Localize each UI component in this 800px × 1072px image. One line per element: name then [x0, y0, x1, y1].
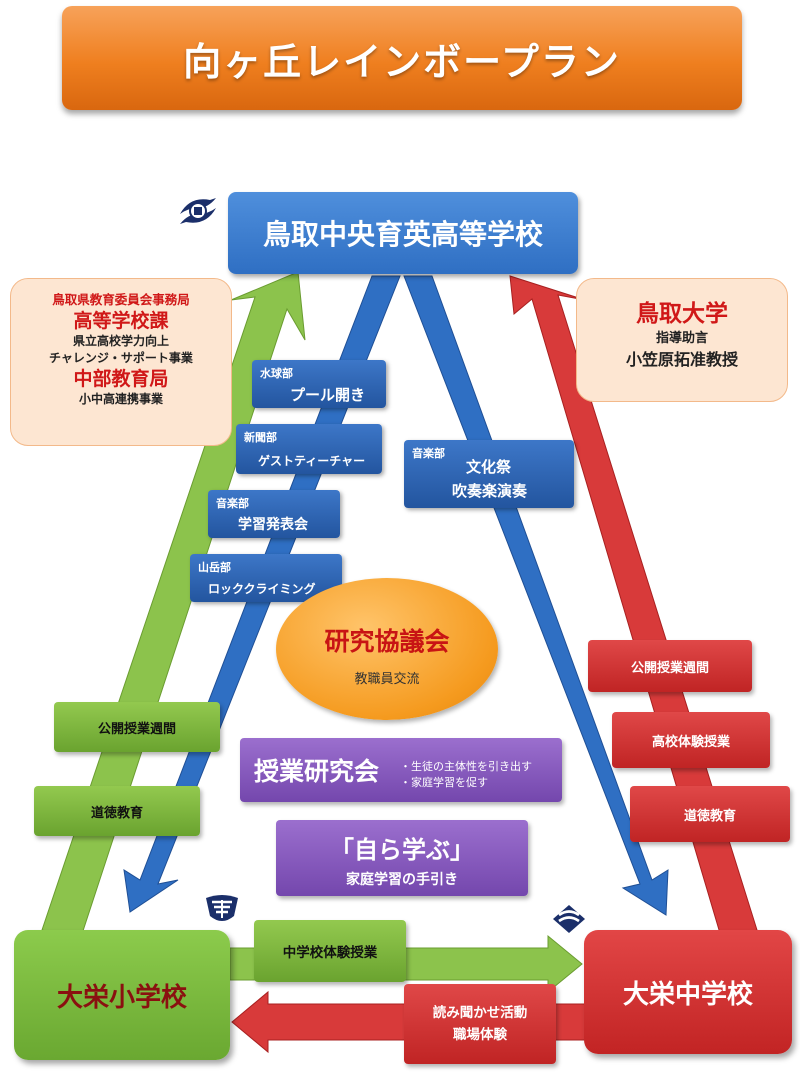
high-school-emblem-icon [180, 198, 216, 224]
club-name: 水球部 [260, 367, 293, 380]
green-item-label: 道徳教育 [90, 805, 143, 821]
university-name: 鳥取大学 [636, 301, 728, 327]
self-study-title: 「自ら学ぶ」 [330, 836, 474, 864]
council-subtitle: 教職員交流 [354, 672, 420, 687]
red-item-label: 公開授業週間 [630, 660, 709, 676]
blue-arrow-right [403, 275, 669, 916]
club-activity: ロッククライミング [208, 582, 316, 596]
lesson-study-note1: ・生徒の主体性を引き出す [400, 760, 532, 773]
junior-high-school-name: 大栄中学校 [622, 979, 753, 1010]
right-partner-box: 鳥取大学 指導助言 小笠原拓准教授 [576, 278, 788, 402]
red-item-box: 高校体験授業 [612, 712, 770, 768]
page-title: 向ヶ丘レインボープラン [183, 39, 621, 84]
club-activity-line2: 吹奏楽演奏 [452, 482, 528, 500]
green-item-box: 公開授業週間 [54, 702, 220, 752]
club-name: 山岳部 [198, 561, 231, 574]
council-title: 研究協議会 [324, 627, 450, 656]
top-school-box: 鳥取中央育英高等学校 [228, 192, 578, 274]
club-name: 音楽部 [216, 497, 249, 510]
partner-division-name: 高等学校課 [73, 310, 169, 332]
university-role: 指導助言 [655, 331, 708, 346]
bottom-left-arrow-label-box: 読み聞かせ活動 職場体験 [404, 984, 556, 1064]
red-item-label: 高校体験授業 [651, 734, 730, 750]
left-partner-box: 鳥取県教育委員会事務局 高等学校課 県立高校学力向上 チャレンジ・サポート事業 … [10, 278, 232, 446]
bottom-right-arrow-label: 中学校体験授業 [282, 945, 378, 961]
lesson-study-title: 授業研究会 [254, 757, 380, 786]
university-professor: 小笠原拓准教授 [625, 350, 738, 369]
partner-bureau-project: 小中高連携事業 [78, 392, 163, 406]
club-activity-line1: 文化祭 [466, 458, 512, 476]
club-box: 水球部 プール開き [252, 360, 386, 408]
partner-project-line1: 県立高校学力向上 [72, 334, 169, 348]
lesson-study-note2: ・家庭学習を促す [400, 776, 488, 789]
lesson-study-box: 授業研究会 ・生徒の主体性を引き出す ・家庭学習を促す [240, 738, 562, 802]
self-study-subtitle: 家庭学習の手引き [346, 872, 458, 888]
club-activity: 学習発表会 [238, 517, 308, 533]
music-club-box: 音楽部 文化祭 吹奏楽演奏 [404, 440, 574, 508]
red-item-label: 道徳教育 [683, 808, 736, 824]
elementary-school-box: 大栄小学校 [14, 930, 230, 1060]
green-item-box: 道徳教育 [34, 786, 200, 836]
elementary-school-name: 大栄小学校 [56, 982, 187, 1013]
bottom-right-arrow-label-box: 中学校体験授業 [254, 920, 406, 982]
club-name: 新聞部 [244, 431, 277, 444]
junior-high-emblem-icon [553, 905, 585, 933]
research-council-oval: 研究協議会 教職員交流 [276, 578, 498, 720]
club-name: 音楽部 [412, 447, 445, 460]
club-box: 新聞部 ゲストティーチャー [236, 424, 382, 474]
partner-board-name: 鳥取県教育委員会事務局 [52, 292, 190, 307]
elementary-emblem-icon [206, 895, 238, 921]
club-activity: ゲストティーチャー [258, 454, 366, 468]
top-school-name: 鳥取中央育英高等学校 [262, 218, 543, 251]
bottom-left-arrow-label-line1: 読み聞かせ活動 [432, 1005, 528, 1021]
bottom-left-arrow-label-line2: 職場体験 [453, 1027, 507, 1043]
red-item-box: 公開授業週間 [588, 640, 752, 692]
junior-high-school-box: 大栄中学校 [584, 930, 792, 1054]
partner-bureau-name: 中部教育局 [73, 368, 169, 390]
club-box: 音楽部 学習発表会 [208, 490, 340, 538]
title-banner: 向ヶ丘レインボープラン [62, 6, 742, 110]
self-study-box: 「自ら学ぶ」 家庭学習の手引き [276, 820, 528, 896]
club-activity: プール開き [290, 386, 366, 404]
red-item-box: 道徳教育 [630, 786, 790, 842]
green-item-label: 公開授業週間 [97, 721, 176, 737]
partner-project-line2: チャレンジ・サポート事業 [49, 351, 193, 365]
